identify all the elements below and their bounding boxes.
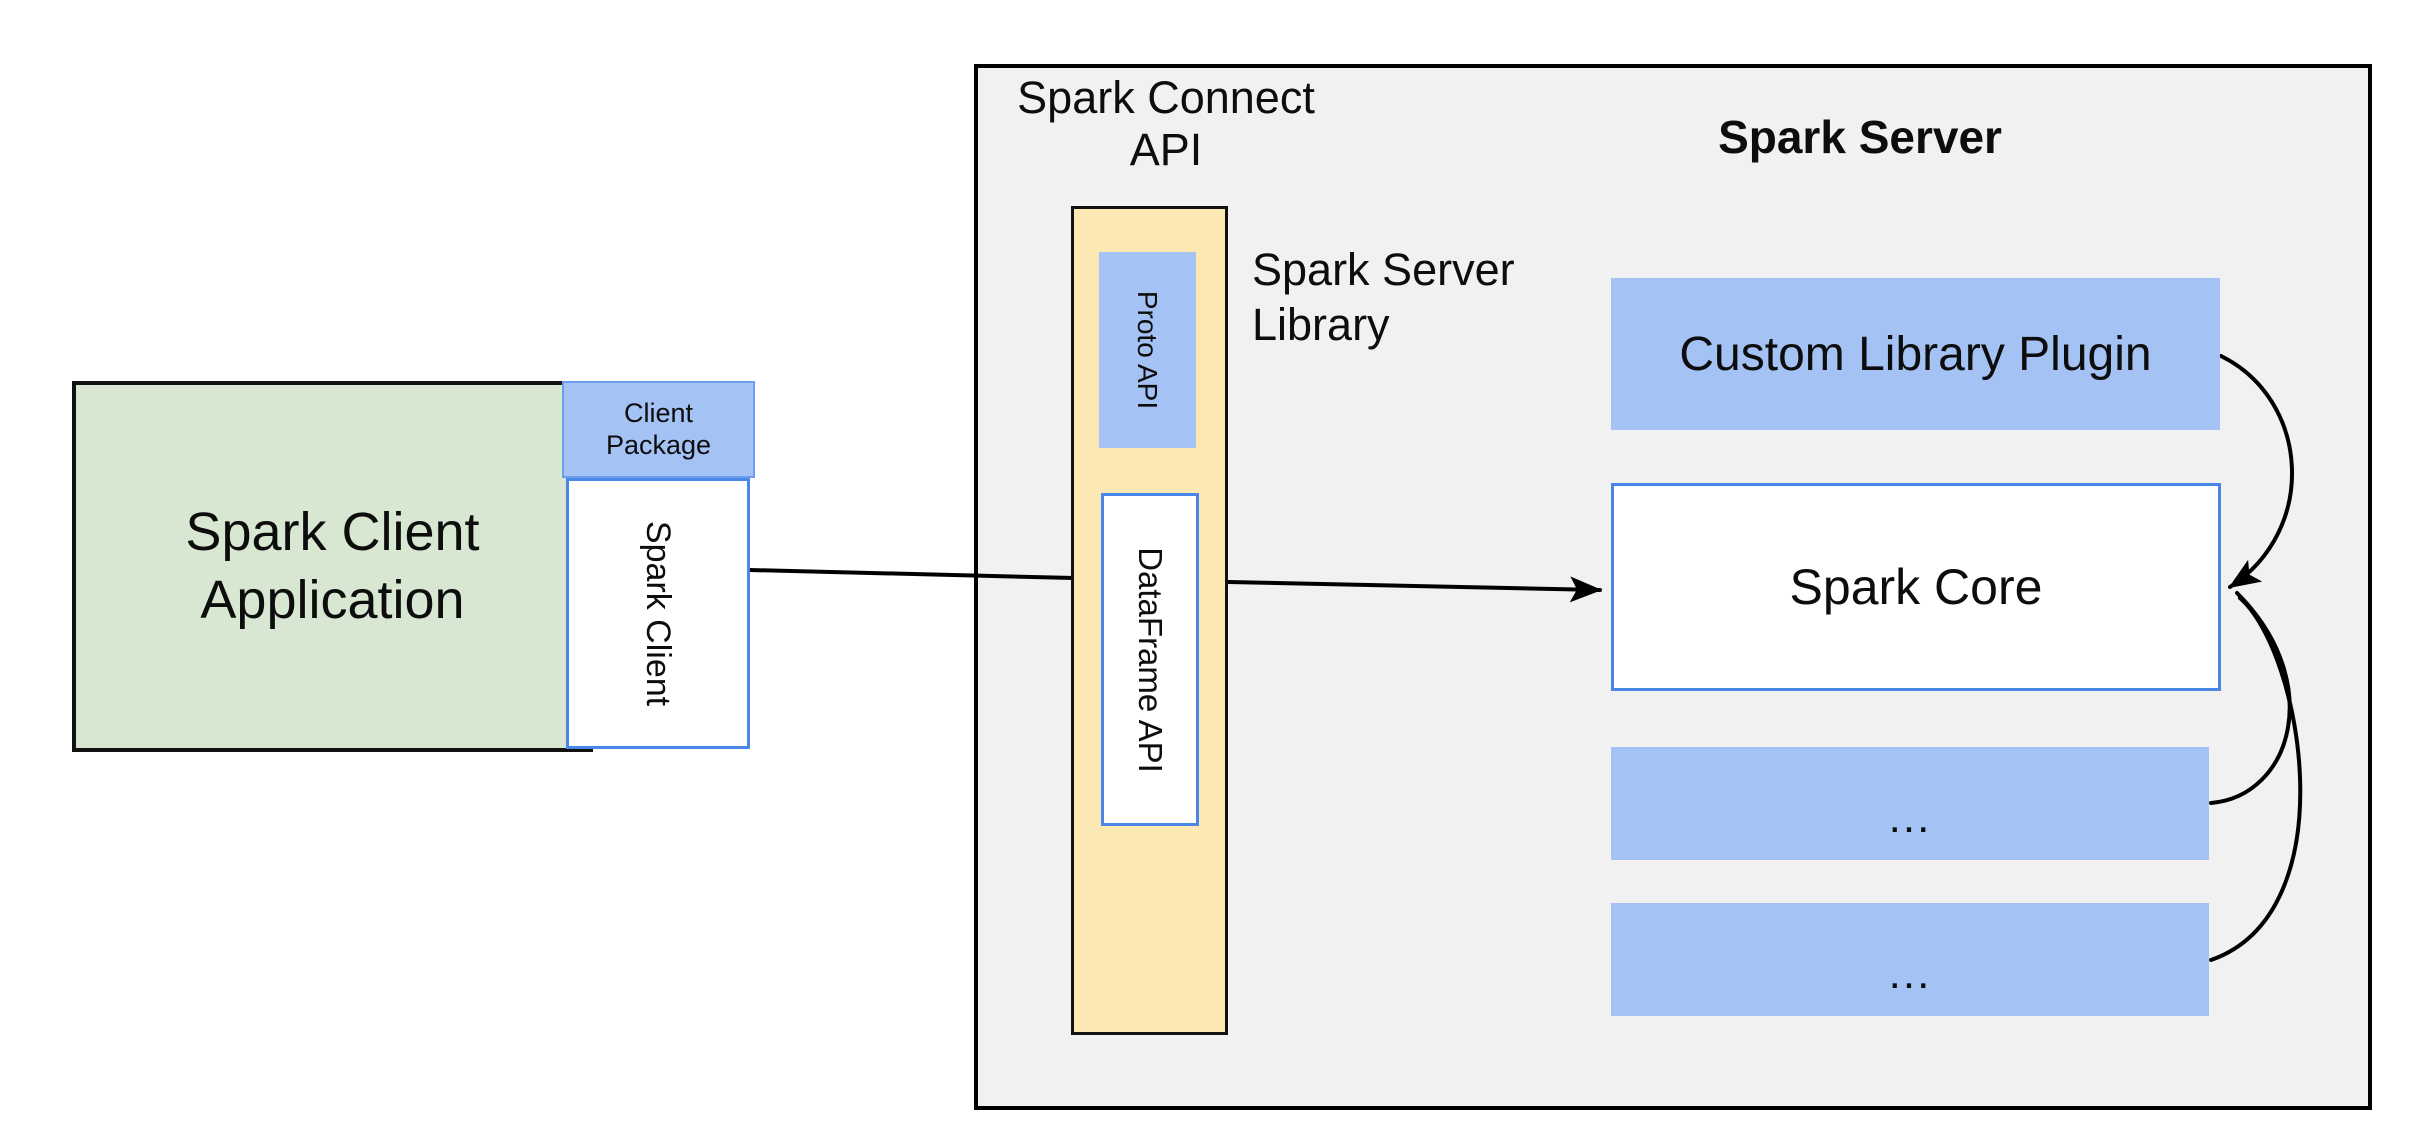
spark-client-application-box: Spark Client Application — [72, 381, 593, 752]
dataframe-api-label: DataFrame API — [1132, 546, 1169, 773]
plugin-slot-box-1: ... — [1611, 747, 2209, 860]
spark-client-label: Spark Client — [639, 520, 678, 707]
spark-core-label: Spark Core — [1789, 559, 2043, 615]
spark-server-title: Spark Server — [1718, 111, 2002, 163]
spark-client-application-label: Spark Client Application — [185, 502, 480, 630]
spark-client-box: Spark Client — [566, 478, 750, 749]
spark-server-library-box — [1071, 206, 1228, 1035]
plugin-slot-1-ellipsis: ... — [1888, 792, 1932, 842]
custom-library-plugin-label: Custom Library Plugin — [1679, 327, 2152, 381]
spark-connect-api-title: Spark Connect API — [980, 72, 1352, 176]
spark-core-box: Spark Core — [1611, 483, 2221, 691]
spark-server-library-label-line2: Library — [1252, 298, 1390, 350]
dataframe-api-box: DataFrame API — [1101, 493, 1199, 826]
custom-library-plugin-box: Custom Library Plugin — [1611, 278, 2220, 430]
spark-connect-api-title-line2: API — [1129, 124, 1203, 176]
spark-server-library-label-line1: Spark Server — [1252, 244, 1515, 295]
plugin-slot-box-2: ... — [1611, 903, 2209, 1016]
plugin-slot-2-ellipsis: ... — [1888, 948, 1932, 998]
spark-server-library-label: Spark Server Library — [1252, 243, 1672, 353]
proto-api-label: Proto API — [1132, 290, 1164, 410]
proto-api-box: Proto API — [1099, 252, 1196, 448]
client-package-box: Client Package — [562, 381, 755, 478]
spark-connect-api-title-line1: Spark Connect — [1017, 72, 1315, 123]
client-package-label: Client Package — [605, 397, 712, 460]
